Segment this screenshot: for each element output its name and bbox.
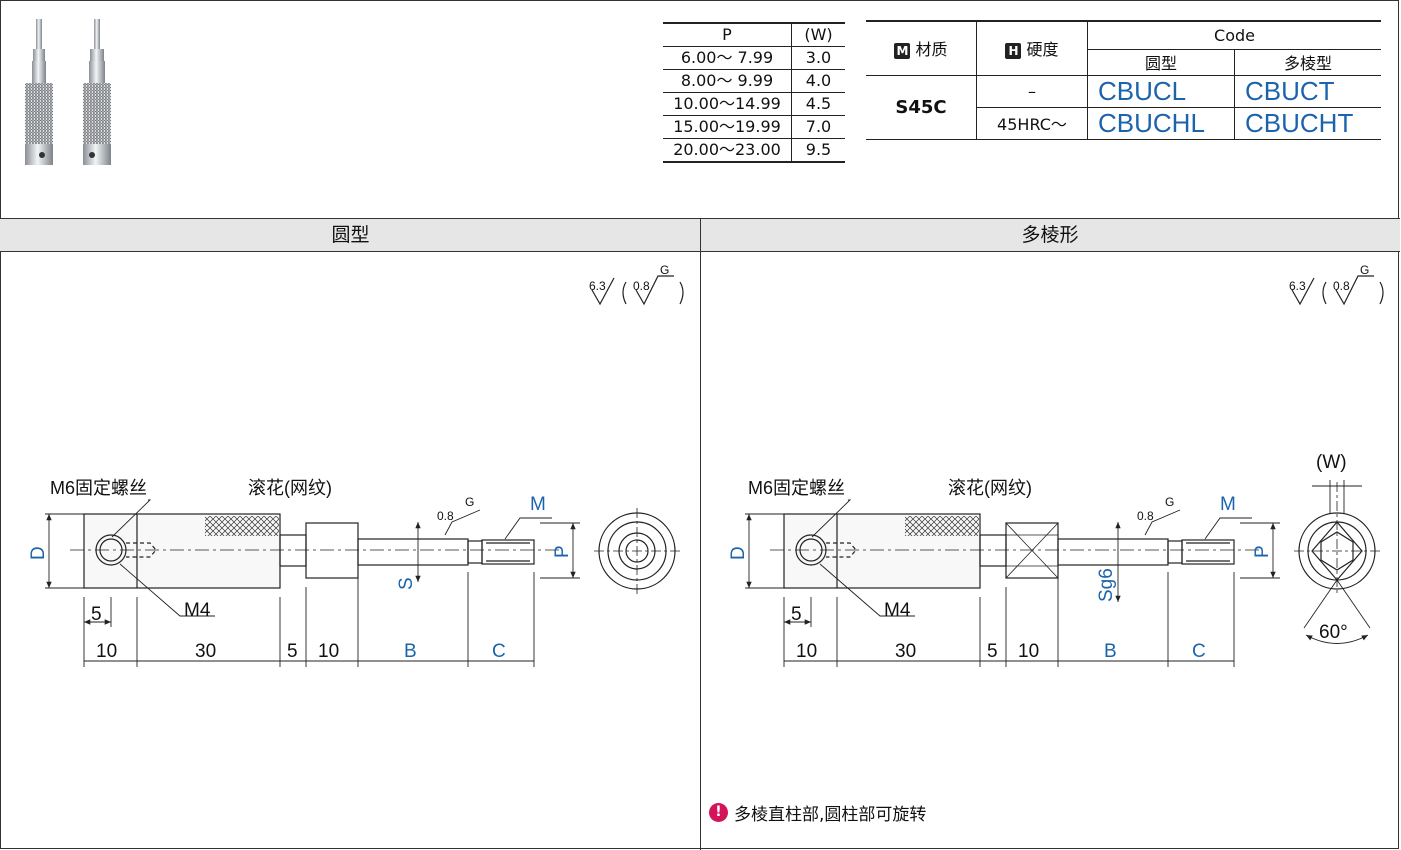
dim-c: C xyxy=(492,641,506,662)
p-range: 8.00～ 9.99 xyxy=(663,69,792,93)
p-range: 20.00～23.00 xyxy=(663,138,792,163)
code-poly[interactable]: CBUCHT xyxy=(1234,107,1381,140)
p-range: 10.00～14.99 xyxy=(663,92,792,116)
w-value: 7.0 xyxy=(791,115,845,139)
rotation-note: ! 多棱直柱部,圆柱部可旋转 xyxy=(709,800,926,825)
dim-10b: 10 xyxy=(318,641,339,662)
dim-30: 30 xyxy=(195,641,216,662)
dim-p: P xyxy=(1252,545,1273,558)
roughness-sub-value: 0.8 xyxy=(633,279,650,293)
section-title-round: 圆型 xyxy=(0,218,701,252)
dim-10: 10 xyxy=(96,641,117,662)
roughness-value: 0.8 xyxy=(437,509,454,523)
p-range: 6.00～ 7.99 xyxy=(663,46,792,70)
dim-5b: 5 xyxy=(287,641,298,662)
material-header-label: 材质 xyxy=(915,40,948,60)
table-row: 6.00～ 7.99 3.0 xyxy=(663,46,845,70)
roughness-main-value: 6.3 xyxy=(589,279,606,293)
note-text: 多棱直柱部,圆柱部可旋转 xyxy=(734,805,927,825)
code-round[interactable]: CBUCHL xyxy=(1087,107,1235,140)
round-type-header: 圆型 xyxy=(1087,49,1235,76)
code-round[interactable]: CBUCL xyxy=(1087,75,1235,108)
hardness-header-label: 硬度 xyxy=(1026,40,1059,60)
section-title-poly: 多棱形 xyxy=(700,218,1400,252)
table-row: 10.00～14.99 4.5 xyxy=(663,92,845,116)
dim-p: P xyxy=(552,545,573,558)
poly-type-drawing: M6固定螺丝 滚花(网纹) M4 M 5 10 30 5 10 B C D P … xyxy=(728,263,1384,667)
hardness-value: 45HRC～ xyxy=(976,107,1088,140)
angle-label: 60° xyxy=(1319,622,1348,643)
roughness-value: 0.8 xyxy=(1137,509,1154,523)
dim-c: C xyxy=(1192,641,1206,662)
material-badge-icon: M xyxy=(894,42,911,59)
p-w-table: P (W) 6.00～ 7.99 3.0 8.00～ 9.99 4.0 10.0… xyxy=(663,22,845,163)
p-header: P xyxy=(663,22,792,47)
hardness-value: – xyxy=(976,75,1088,108)
product-photo xyxy=(25,19,111,165)
dim-30: 30 xyxy=(895,641,916,662)
material-value: S45C xyxy=(866,75,977,140)
table-row: 15.00～19.99 7.0 xyxy=(663,115,845,139)
dim-w: (W) xyxy=(1316,452,1347,473)
roughness-main-value: 6.3 xyxy=(1289,279,1306,293)
w-value: 9.5 xyxy=(791,138,845,163)
w-value: 4.0 xyxy=(791,69,845,93)
knurl-label: 滚花(网纹) xyxy=(248,478,332,498)
dim-sg6: Sg6 xyxy=(1096,568,1117,602)
dim-5b: 5 xyxy=(987,641,998,662)
poly-type-header: 多棱型 xyxy=(1234,49,1381,76)
w-header: (W) xyxy=(791,22,845,47)
thread-m-label: M xyxy=(530,494,546,515)
roughness-g: G xyxy=(1165,495,1174,509)
set-screw-label: M6固定螺丝 xyxy=(50,478,147,498)
roughness-g: G xyxy=(465,495,474,509)
roughness-symbol-icon xyxy=(591,275,684,306)
dim-5: 5 xyxy=(791,604,802,625)
table-row: 20.00～23.00 9.5 xyxy=(663,138,845,163)
dim-b: B xyxy=(1104,641,1117,662)
code-header: Code xyxy=(1087,20,1381,50)
section-divider xyxy=(700,218,701,850)
w-value: 4.5 xyxy=(791,92,845,116)
warning-icon: ! xyxy=(709,803,728,822)
set-screw-label: M6固定螺丝 xyxy=(748,478,845,498)
roughness-symbol-icon xyxy=(1291,275,1384,306)
dim-b: B xyxy=(404,641,417,662)
thread-m-label: M xyxy=(1220,494,1236,515)
dim-d: D xyxy=(28,546,49,560)
roughness-sub-value: 0.8 xyxy=(1333,279,1350,293)
knurl-label: 滚花(网纹) xyxy=(948,478,1032,498)
p-range: 15.00～19.99 xyxy=(663,115,792,139)
roughness-g-top: G xyxy=(1360,263,1369,277)
dim-s: S xyxy=(396,577,417,590)
dim-5: 5 xyxy=(91,604,102,625)
dim-d: D xyxy=(728,546,749,560)
m4-label: M4 xyxy=(184,600,211,621)
dim-10: 10 xyxy=(796,641,817,662)
roughness-g-top: G xyxy=(660,263,669,277)
m4-label: M4 xyxy=(884,600,911,621)
dim-10b: 10 xyxy=(1018,641,1039,662)
round-type-drawing: M6固定螺丝 滚花(网纹) M4 M 5 10 30 5 10 B C D P … xyxy=(28,263,684,667)
table-row: 8.00～ 9.99 4.0 xyxy=(663,69,845,93)
code-poly[interactable]: CBUCT xyxy=(1234,75,1381,108)
hardness-badge-icon: H xyxy=(1005,42,1022,59)
w-value: 3.0 xyxy=(791,46,845,70)
